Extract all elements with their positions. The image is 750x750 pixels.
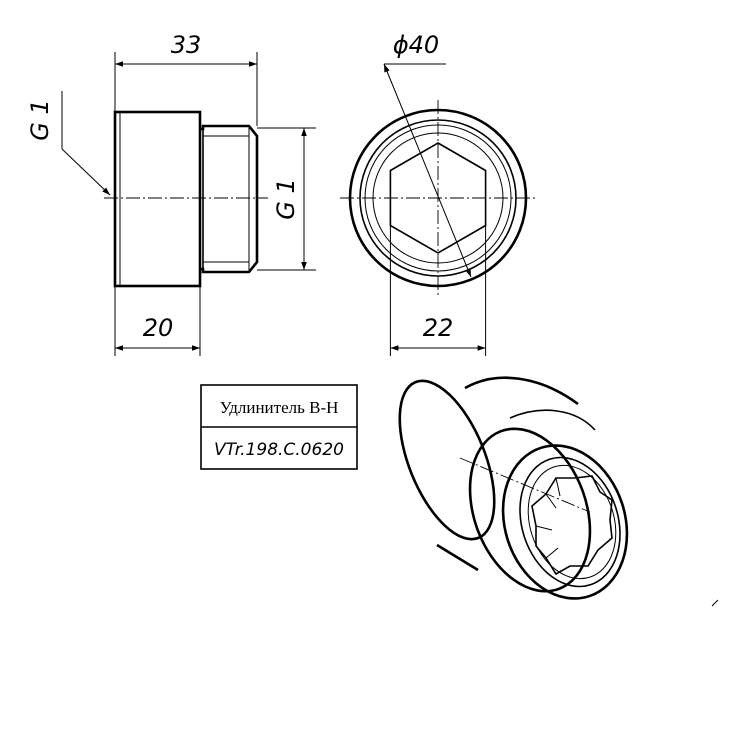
iso-back-ellipse [398,379,496,541]
dim-length-body: 20 [114,286,201,356]
iso-step-ellipse [468,427,592,593]
iso-front-inner [527,464,617,580]
iso-front-ring [519,456,621,588]
side-body-outline [113,110,202,288]
iso-step-ring [509,409,596,431]
side-view [104,110,268,288]
thread-right-text: G 1 [272,178,300,220]
dim-33-text: 33 [171,31,202,59]
isometric-view [398,376,629,600]
iso-front-outer [501,444,629,600]
side-spigot-outline [200,124,259,274]
iso-socket [531,475,613,576]
part-name: Удлинитель В-Н [220,398,339,417]
thread-left-text: G 1 [26,99,54,141]
dim-diameter: ϕ40 [383,31,472,278]
leader-g1-left [61,148,111,196]
stray-mark [711,599,719,607]
dim-20-text: 20 [143,314,174,342]
dim-thread-left: G 1 [26,91,111,196]
dim-thread-right: G 1 [257,127,316,271]
dim-across-flats: 22 [389,226,487,356]
part-code: VTr.198.C.0620 [214,440,344,460]
dim-length-total: 33 [114,31,258,126]
title-block: Удлинитель В-Н VTr.198.C.0620 [200,384,358,470]
end-view [340,100,536,296]
diameter-text: ϕ40 [393,31,439,59]
iso-body-bottom [436,543,479,572]
dim-22-text: 22 [423,314,454,342]
iso-body-top [464,376,579,406]
leader-d40 [383,63,472,278]
iso-centerline [459,457,591,513]
